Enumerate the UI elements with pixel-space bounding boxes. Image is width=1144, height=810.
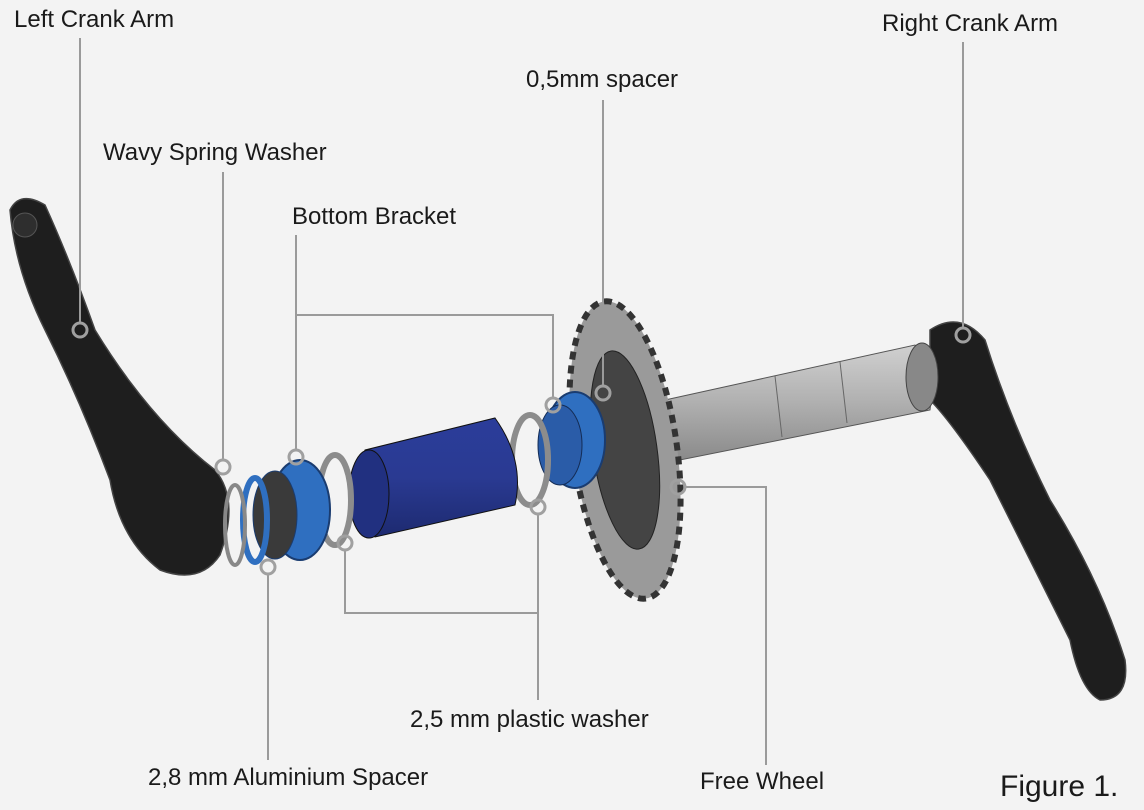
label-plastic-washer: 2,5 mm plastic washer <box>410 706 649 733</box>
label-right-crank-arm: Right Crank Arm <box>882 10 1059 37</box>
leader-lines <box>79 38 964 765</box>
spindle <box>663 344 932 461</box>
label-left-crank-arm: Left Crank Arm <box>14 6 175 33</box>
label-wavy-spring-washer: Wavy Spring Washer <box>103 139 327 166</box>
figure-caption: Figure 1. <box>1000 770 1119 803</box>
left-crank-arm <box>9 197 230 576</box>
label-bottom-bracket: Bottom Bracket <box>292 203 457 230</box>
leader-markers <box>71 321 972 576</box>
right-crank-arm <box>929 321 1127 701</box>
label-05mm-spacer: 0,5mm spacer <box>526 66 679 93</box>
label-free-wheel: Free Wheel <box>700 768 825 795</box>
label-aluminium-spacer: 2,8 mm Aluminium Spacer <box>148 764 429 791</box>
left-crank-pedal-hole <box>12 212 38 238</box>
wavy-spring-washer <box>223 483 247 567</box>
spindle-spline <box>905 342 939 412</box>
